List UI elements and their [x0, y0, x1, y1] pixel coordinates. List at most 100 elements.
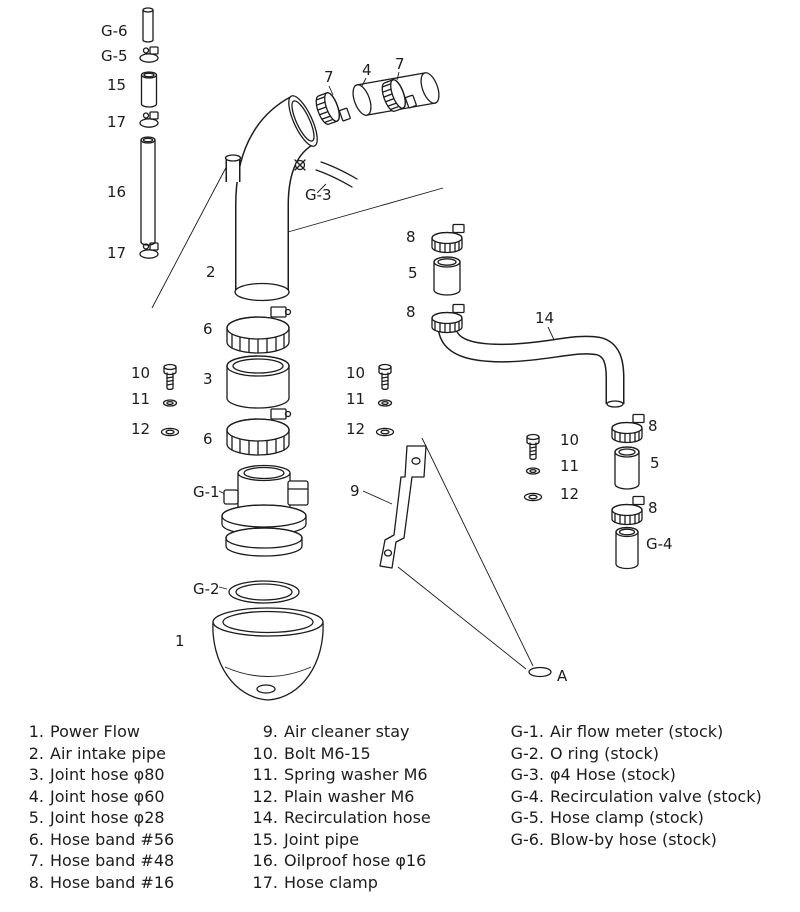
- recirculation-valve-g4: [615, 526, 639, 570]
- part-label-12-mid: 12: [346, 420, 365, 438]
- legend-item: 4. Joint hose φ60: [28, 786, 252, 808]
- legend-column-1: 1.Power Flow 2.Air intake pipe 3.Joint h…: [28, 721, 252, 893]
- part-label-g3: G-3: [305, 186, 332, 204]
- legend-item-name: O ring (stock): [550, 743, 660, 763]
- part-label-10-right: 10: [560, 431, 579, 449]
- legend-item: 1. Power Flow: [28, 721, 252, 743]
- blowby-hose-g6: [142, 7, 154, 43]
- legend-item-number: 1.: [28, 722, 44, 741]
- legend-item-name: Hose band #48: [50, 851, 175, 870]
- legend-item-number: 4.: [28, 786, 44, 806]
- part-label-17-lower: 17: [107, 244, 126, 262]
- plain-washer-12-mid: [375, 427, 395, 437]
- part-label-5-right: 5: [650, 454, 660, 472]
- legend-item-number: G-1.: [510, 722, 544, 741]
- bolt-10-left: [163, 363, 177, 391]
- spring-washer-11-mid: [377, 399, 393, 407]
- part-label-g5: G-5: [101, 47, 128, 65]
- legend-item: 15. Joint pipe: [252, 829, 504, 851]
- part-label-17-upper: 17: [107, 113, 126, 131]
- legend-item: 6.Hose band #56: [28, 829, 252, 851]
- legend-item: 7. Hose band #48: [28, 850, 252, 872]
- legend-item-number: 3.: [28, 765, 44, 784]
- part-label-15: 15: [107, 76, 126, 94]
- part-label-11-right: 11: [560, 457, 579, 475]
- legend-item-name: Hose band #16: [50, 872, 175, 892]
- legend-item: 16.Oilproof hose φ16: [252, 850, 504, 872]
- legend-item: 9.Air cleaner stay: [252, 721, 504, 743]
- exploded-parts-diagram: G-6 G-5 15 17 16 17 7 4 7 2 G-3 6 3 6 10…: [101, 7, 673, 701]
- legend-item: G-1.Air flow meter (stock): [504, 721, 798, 743]
- hose-clamp-g5: [139, 46, 159, 63]
- spring-washer-11-left: [162, 399, 178, 407]
- part-label-3: 3: [203, 370, 213, 388]
- part-label-g1: G-1: [193, 483, 220, 501]
- legend-item-number: 7.: [28, 851, 44, 870]
- legend-item-number: G-3.: [510, 765, 544, 784]
- legend-item-number: 11.: [252, 765, 278, 784]
- legend-item-name: Recirculation hose: [284, 808, 431, 827]
- legend-item-name: Air intake pipe: [50, 743, 166, 763]
- legend-item-number: G-6.: [510, 829, 544, 849]
- legend-item-name: φ4 Hose (stock): [550, 765, 676, 784]
- legend-item-name: Power Flow: [50, 722, 140, 741]
- legend-item-name: Hose clamp (stock): [550, 808, 704, 827]
- legend-item-number: G-5.: [510, 808, 544, 827]
- part-label-a: A: [557, 667, 568, 685]
- legend-item-number: 17.: [252, 872, 278, 892]
- legend-item: 14.Recirculation hose: [252, 807, 504, 829]
- point-a-marker: [528, 666, 552, 678]
- recirculation-hose-14: [436, 324, 625, 408]
- legend-item-number: 6.: [28, 829, 44, 849]
- oilproof-hose-16: [140, 136, 156, 246]
- part-label-6-lower: 6: [203, 430, 213, 448]
- part-label-11-mid: 11: [346, 390, 365, 408]
- legend-item-name: Joint hose φ28: [50, 808, 165, 827]
- spring-washer-11-right: [525, 467, 541, 475]
- hose-band-7-right: [378, 74, 418, 116]
- legend-item-name: Joint hose φ80: [50, 765, 165, 784]
- part-label-4: 4: [362, 61, 372, 79]
- legend-item-number: 15.: [252, 829, 278, 849]
- part-label-16: 16: [107, 183, 126, 201]
- part-label-12-left: 12: [131, 420, 150, 438]
- part-label-12-right: 12: [560, 485, 579, 503]
- legend-item-name: Hose clamp: [284, 872, 378, 892]
- legend-item-number: 8.: [28, 872, 44, 892]
- legend-item-name: Air cleaner stay: [284, 722, 410, 741]
- part-label-7-left: 7: [324, 68, 334, 86]
- legend-item-number: 12.: [252, 786, 278, 806]
- joint-pipe-15: [140, 71, 158, 108]
- g3-hose: [315, 161, 358, 188]
- part-label-8-right-upper: 8: [648, 417, 658, 435]
- power-flow-1: [212, 607, 324, 701]
- hose-band-8-top-upper: [431, 223, 465, 254]
- part-label-g4: G-4: [646, 535, 673, 553]
- legend-item: G-2. O ring (stock): [504, 743, 798, 765]
- legend-item: 3. Joint hose φ80: [28, 764, 252, 786]
- part-label-2: 2: [206, 263, 216, 281]
- hose-band-8-right-lower: [611, 495, 645, 526]
- air-intake-pipe-2: [224, 95, 318, 302]
- part-label-g2: G-2: [193, 580, 220, 598]
- legend-item-name: Joint hose φ60: [50, 786, 165, 806]
- hose-band-8-right-upper: [611, 413, 645, 444]
- hose-band-6-upper: [226, 306, 292, 354]
- part-label-10-left: 10: [131, 364, 150, 382]
- part-label-11-left: 11: [131, 390, 150, 408]
- hose-band-6-lower: [226, 408, 292, 456]
- legend-column-3: G-1.Air flow meter (stock) G-2. O ring (s…: [504, 721, 798, 893]
- part-label-6-upper: 6: [203, 320, 213, 338]
- part-label-5-top: 5: [408, 264, 418, 282]
- legend-item-name: Joint pipe: [284, 829, 360, 849]
- o-ring-g2: [228, 580, 300, 604]
- legend-column-2: 9.Air cleaner stay 10.Bolt M6-15 11.Spri…: [252, 721, 504, 893]
- legend-item: 11.Spring washer M6: [252, 764, 504, 786]
- joint-hose-5-right: [614, 446, 640, 490]
- legend-item-number: G-2.: [510, 743, 544, 763]
- part-label-1: 1: [175, 632, 185, 650]
- part-label-g6: G-6: [101, 22, 128, 40]
- legend-item-name: Recirculation valve (stock): [550, 786, 762, 806]
- air-flow-meter-g1: [221, 464, 309, 557]
